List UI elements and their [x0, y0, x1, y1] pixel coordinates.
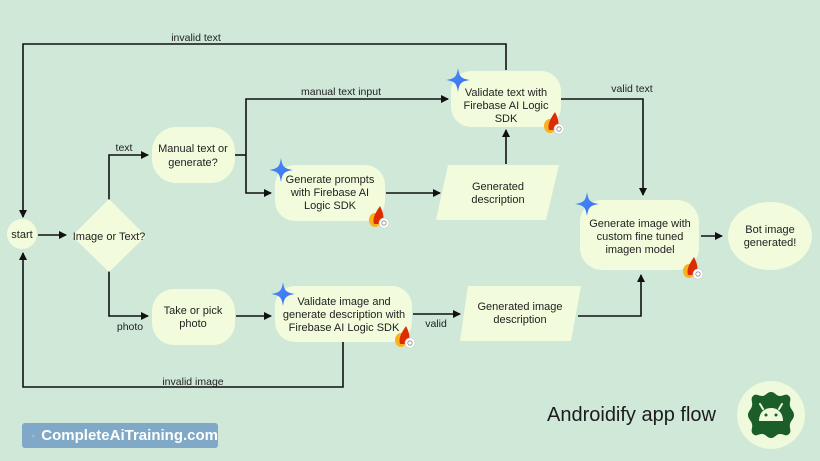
svg-text:photo: photo [179, 318, 207, 330]
label-valid-text: valid text [611, 83, 653, 95]
svg-text:Bot image: Bot image [745, 224, 795, 236]
label-invalid-image: invalid image [162, 376, 223, 388]
node-bot-generated: Bot image generated! [728, 202, 812, 270]
node-start-label: start [11, 229, 32, 241]
edge-manual-text-input [245, 95, 449, 155]
svg-text:with Firebase AI: with Firebase AI [290, 187, 369, 199]
svg-text:Validate text with: Validate text with [465, 87, 547, 99]
node-start: start [7, 219, 37, 249]
svg-text:imagen model: imagen model [605, 244, 674, 256]
svg-text:Validate image and: Validate image and [297, 296, 390, 308]
watermark-label: CompleteAiTraining.com [41, 427, 218, 444]
edge-valid-text [561, 98, 647, 196]
svg-text:Firebase AI Logic: Firebase AI Logic [464, 100, 549, 112]
svg-text:Logic SDK: Logic SDK [304, 200, 357, 212]
svg-text:generate?: generate? [168, 157, 218, 169]
label-photo: photo [117, 321, 143, 333]
edge-invalid-text [19, 43, 507, 218]
sparkle-logo-icon [32, 434, 36, 437]
node-take-or-pick-photo: Take or pick photo [152, 289, 235, 345]
svg-text:Generated image: Generated image [478, 301, 563, 313]
edges [19, 43, 723, 388]
edge-text [108, 151, 149, 200]
svg-text:description: description [471, 194, 524, 206]
edge-invalid-image [19, 252, 344, 388]
svg-text:Generate image with: Generate image with [589, 218, 691, 230]
node-generate-image: Generate image with custom fine tuned im… [575, 192, 704, 280]
svg-text:Firebase AI Logic SDK: Firebase AI Logic SDK [289, 322, 400, 334]
node-validate-image: Validate image and generate description … [271, 282, 416, 349]
node-validate-text: Validate text with Firebase AI Logic SDK [446, 68, 565, 135]
watermark-badge[interactable]: CompleteAiTraining.com [22, 423, 218, 448]
svg-text:Generate prompts: Generate prompts [286, 174, 375, 186]
node-generate-prompts: Generate prompts with Firebase AI Logic … [269, 158, 390, 229]
diagram-title: Androidify app flow [547, 404, 716, 426]
svg-text:Image or Text?: Image or Text? [73, 231, 146, 243]
edge-image-desc-to-generate [578, 274, 645, 317]
label-manual-text-input: manual text input [301, 86, 381, 98]
svg-text:Generated: Generated [472, 181, 524, 193]
node-manual-or-generate: Manual text or generate? [152, 127, 235, 183]
svg-text:custom fine tuned: custom fine tuned [597, 231, 684, 243]
svg-text:generate description with: generate description with [283, 309, 405, 321]
svg-text:Take or pick: Take or pick [164, 305, 223, 317]
node-generated-image-description: Generated image description [460, 286, 581, 341]
android-badge [737, 381, 805, 449]
svg-text:SDK: SDK [495, 113, 518, 125]
svg-text:description: description [493, 314, 546, 326]
label-invalid-text: invalid text [171, 32, 221, 44]
label-valid: valid [425, 318, 447, 330]
svg-text:generated!: generated! [744, 237, 797, 249]
edge-to-generate-prompts [245, 155, 272, 197]
node-image-or-text: Image or Text? [72, 199, 146, 272]
android-icon [748, 392, 794, 438]
node-generated-description: Generated description [436, 165, 559, 220]
edge-photo [108, 270, 149, 320]
label-text: text [116, 142, 133, 154]
svg-text:Manual text or: Manual text or [158, 143, 228, 155]
